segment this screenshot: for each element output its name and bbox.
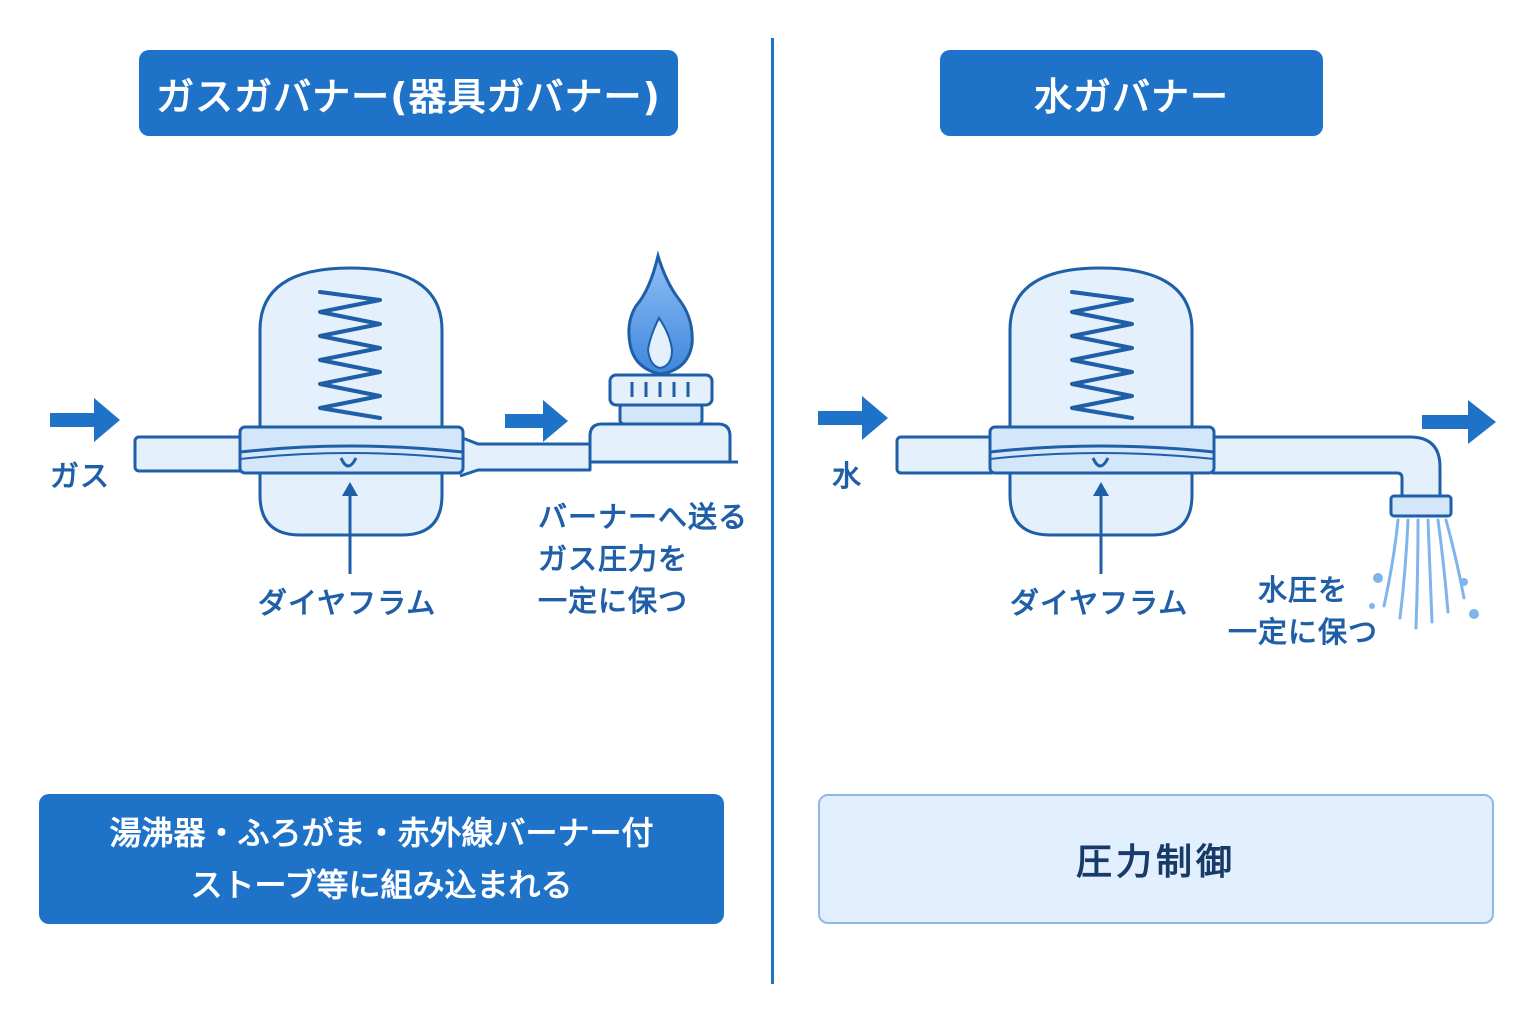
water-diaphragm — [989, 444, 1215, 454]
gas-flow-arrow — [505, 400, 568, 442]
water-outlet-pipe — [1212, 435, 1442, 498]
gas-inlet-label: ガス — [50, 459, 111, 493]
water-governor-function-box: 圧力制御 — [818, 794, 1494, 924]
water-droplets-icon — [1369, 573, 1479, 619]
water-governor-flange — [988, 425, 1216, 475]
water-governor-upper-dome — [1008, 266, 1194, 429]
water-inlet-arrow — [818, 396, 888, 440]
water-spring — [1070, 290, 1134, 420]
gas-governor-usage-box: 湯沸器・ふろがま・赤外線バーナー付 ストーブ等に組み込まれる — [39, 794, 724, 924]
center-divider — [771, 38, 774, 984]
water-governor-diagram — [818, 266, 1496, 630]
water-diaphragm-label: ダイヤフラム — [1010, 586, 1189, 620]
gas-outlet-pipe — [459, 435, 592, 478]
water-diaphragm-valve — [1091, 457, 1110, 468]
water-outlet-arrow — [1422, 400, 1496, 444]
water-nozzle — [1389, 494, 1453, 518]
water-function-note: 水圧を 一定に保つ — [1228, 573, 1379, 649]
water-stream-icon — [1382, 518, 1466, 630]
water-diaphragm-lower — [989, 452, 1215, 460]
gas-diaphragm — [239, 444, 464, 454]
burner — [588, 373, 738, 464]
water-inlet-label: 水 — [832, 459, 863, 493]
gas-governor-title: ガスガバナー(器具ガバナー) — [139, 50, 678, 136]
flame-icon — [627, 250, 694, 376]
gas-governor-upper-dome — [258, 266, 444, 429]
gas-governor-flange — [238, 425, 465, 475]
gas-diaphragm-valve — [339, 457, 358, 468]
gas-function-note: バーナーへ送る ガス圧力を 一定に保つ — [538, 500, 749, 618]
water-governor-title: 水ガバナー — [940, 50, 1323, 136]
gas-spring — [318, 290, 382, 420]
gas-diaphragm-lower — [239, 452, 464, 460]
water-inlet-pipe — [895, 435, 997, 475]
gas-diaphragm-label: ダイヤフラム — [258, 586, 437, 620]
gas-governor-diagram — [50, 250, 738, 574]
gas-inlet-pipe — [133, 435, 247, 473]
gas-inlet-arrow — [50, 398, 120, 442]
